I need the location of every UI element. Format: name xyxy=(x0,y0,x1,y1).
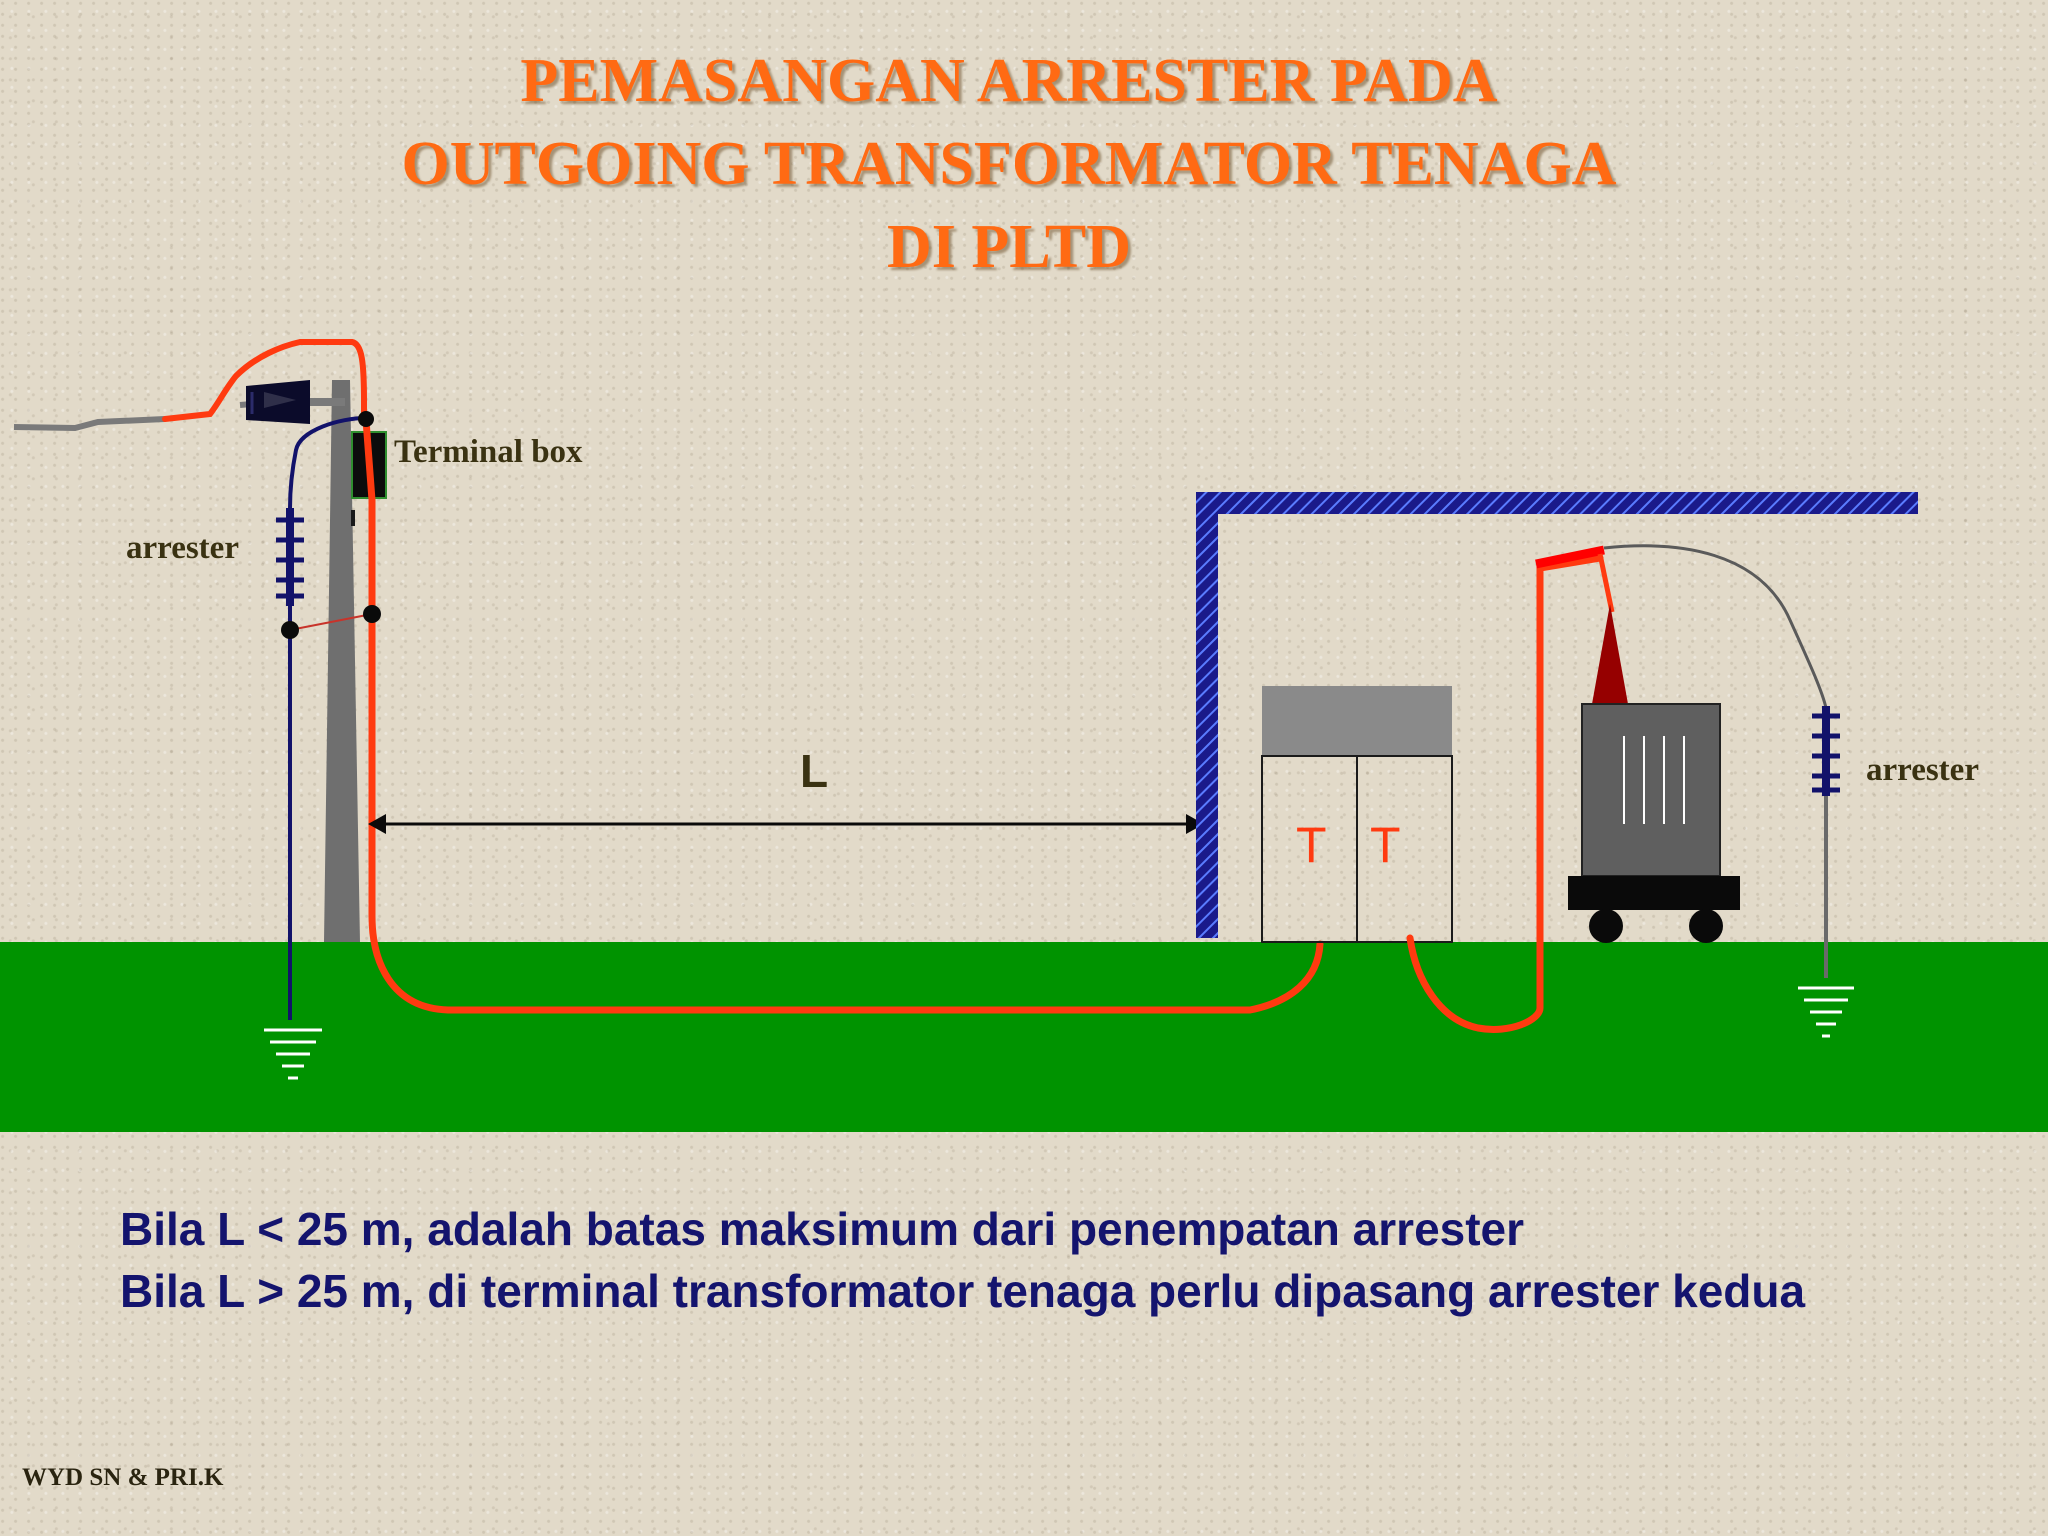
title-line-3: DI PLTD xyxy=(886,213,1132,281)
left-arrester-label: arrester xyxy=(126,530,239,566)
junction-dot xyxy=(363,605,381,623)
overhead-line xyxy=(13,416,166,432)
insulator-icon xyxy=(246,380,310,424)
bus-bar xyxy=(1535,545,1605,569)
distance-arrow xyxy=(368,814,1204,834)
arrester-connection-wire xyxy=(288,416,367,509)
slide-title: PEMASANGAN ARRESTER PADA OUTGOING TRANSF… xyxy=(0,40,2018,289)
underground-cable xyxy=(362,416,1324,1014)
left-arrester-icon xyxy=(276,508,304,606)
building-roof xyxy=(1196,492,1918,514)
notes: Bila L < 25 m, adalah batas maksimum dar… xyxy=(120,1198,2020,1322)
power-transformer xyxy=(1568,604,1740,943)
junction-dot xyxy=(281,621,299,639)
building-wall xyxy=(1196,514,1218,938)
switchgear-panel xyxy=(1261,686,1453,943)
right-arrester-label: arrester xyxy=(1866,752,1979,788)
transformer-feed-cable xyxy=(1406,554,1604,1033)
note-line-2: Bila L > 25 m, di terminal transformator… xyxy=(120,1265,1806,1317)
panel-mark-right: T xyxy=(1370,817,1401,873)
junction-dot xyxy=(358,411,374,427)
right-arrester-icon xyxy=(1812,706,1840,796)
note-line-1: Bila L < 25 m, adalah batas maksimum dar… xyxy=(120,1203,1525,1255)
panel-mark-left: T xyxy=(1296,817,1327,873)
right-ground-icon xyxy=(1798,986,1854,1038)
terminal-box-label: Terminal box xyxy=(394,434,583,470)
link-wire xyxy=(289,613,373,631)
top-jumper-cable xyxy=(162,339,367,423)
bus-drop xyxy=(1597,553,1615,613)
footer-credit: WYD SN & PRI.K xyxy=(22,1464,224,1491)
title-line-1: PEMASANGAN ARRESTER PADA xyxy=(520,47,1498,115)
ground-area xyxy=(0,942,2048,1132)
left-ground-icon xyxy=(264,1028,322,1080)
title-line-2: OUTGOING TRANSFORMATOR TENAGA xyxy=(401,130,1617,198)
distance-label: L xyxy=(800,745,829,797)
right-arrester-wire xyxy=(1603,544,1828,709)
